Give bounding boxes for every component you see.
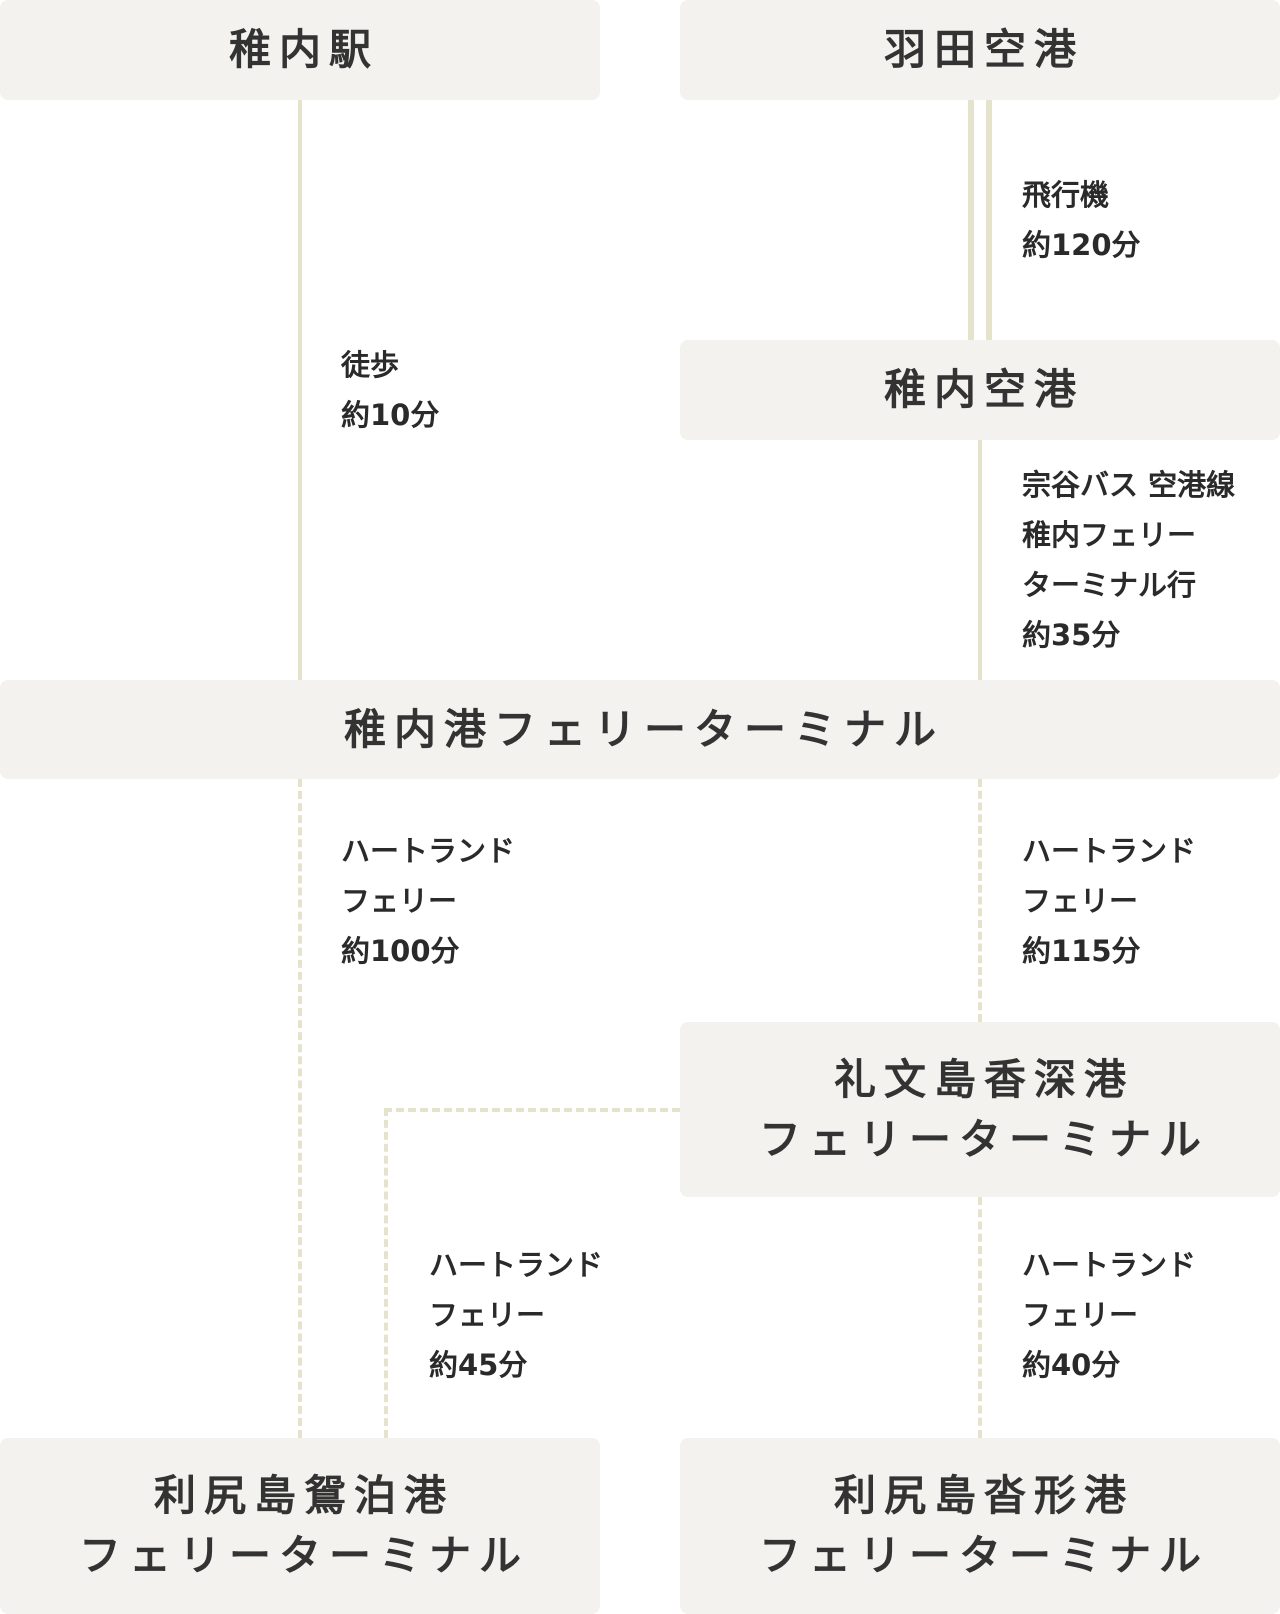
walk-line: [298, 100, 302, 680]
route-duration: 約45分: [429, 1348, 528, 1382]
station-name: 稚内港フェリーターミナル: [343, 704, 944, 754]
route-mode: フェリー: [341, 884, 458, 918]
route-mode: フェリー: [1022, 1298, 1139, 1332]
route-mode: フェリー: [429, 1298, 546, 1332]
route-rebun-oshidomari-label: ハートランド フェリー 約45分: [429, 1240, 603, 1390]
station-haneda-airport: 羽田空港: [680, 0, 1280, 100]
route-ferry-rishiri-label: ハートランド フェリー 約100分: [341, 826, 515, 976]
route-mode: ターミナル行: [1022, 568, 1197, 602]
ferry-line-kutsugata: [978, 1197, 982, 1438]
route-mode: 稚内フェリー: [1022, 518, 1197, 552]
route-duration: 約115分: [1022, 934, 1141, 968]
station-wakkanai: 稚内駅: [0, 0, 600, 100]
bus-line: [978, 440, 982, 680]
route-walk-label: 徒歩 約10分: [341, 340, 439, 440]
plane-line-b: [986, 100, 992, 340]
route-duration: 約120分: [1022, 228, 1141, 262]
ferry-line-rishiri: [298, 779, 302, 1438]
route-bus-label: 宗谷バス 空港線 稚内フェリー ターミナル行 約35分: [1022, 460, 1235, 660]
station-rishiri-oshidomari: 利尻島鴛泊港 フェリーターミナル: [0, 1438, 600, 1614]
route-duration: 約35分: [1022, 618, 1121, 652]
station-name-sub: フェリーターミナル: [78, 1531, 529, 1580]
station-rishiri-kutsugata: 利尻島沓形港 フェリーターミナル: [680, 1438, 1280, 1614]
station-name: 礼文島香深港: [833, 1054, 1134, 1104]
station-name-sub: フェリーターミナル: [758, 1531, 1209, 1580]
station-name: 羽田空港: [883, 25, 1084, 74]
route-mode: フェリー: [1022, 884, 1139, 918]
route-mode: 宗谷バス 空港線: [1022, 468, 1236, 502]
station-rebun-kafuka: 礼文島香深港 フェリーターミナル: [680, 1022, 1280, 1197]
route-mode: ハートランド: [1022, 834, 1197, 868]
route-duration: 約40分: [1022, 1348, 1121, 1382]
ferry-line-oshidomari-v: [384, 1108, 388, 1438]
route-duration: 約10分: [341, 398, 440, 432]
station-name: 利尻島鴛泊港: [153, 1471, 454, 1520]
station-name: 稚内駅: [228, 25, 379, 74]
station-name-sub: フェリーターミナル: [758, 1114, 1209, 1164]
route-rebun-kutsugata-label: ハートランド フェリー 約40分: [1022, 1240, 1196, 1390]
route-mode: ハートランド: [1022, 1248, 1197, 1282]
station-wakkanai-airport: 稚内空港: [680, 340, 1280, 440]
ferry-line-rebun: [978, 779, 982, 1022]
route-ferry-rebun-label: ハートランド フェリー 約115分: [1022, 826, 1196, 976]
station-name: 稚内空港: [883, 365, 1084, 414]
plane-line-a: [968, 100, 974, 340]
route-mode: ハートランド: [429, 1248, 604, 1282]
station-wakkanai-ferry-terminal: 稚内港フェリーターミナル: [0, 680, 1280, 779]
ferry-line-oshidomari-h: [384, 1108, 680, 1112]
route-plane-label: 飛行機 約120分: [1022, 170, 1141, 270]
route-duration: 約100分: [341, 934, 460, 968]
route-mode: 飛行機: [1022, 178, 1110, 212]
station-name: 利尻島沓形港: [833, 1471, 1134, 1520]
route-mode: 徒歩: [341, 348, 400, 382]
route-mode: ハートランド: [341, 834, 516, 868]
